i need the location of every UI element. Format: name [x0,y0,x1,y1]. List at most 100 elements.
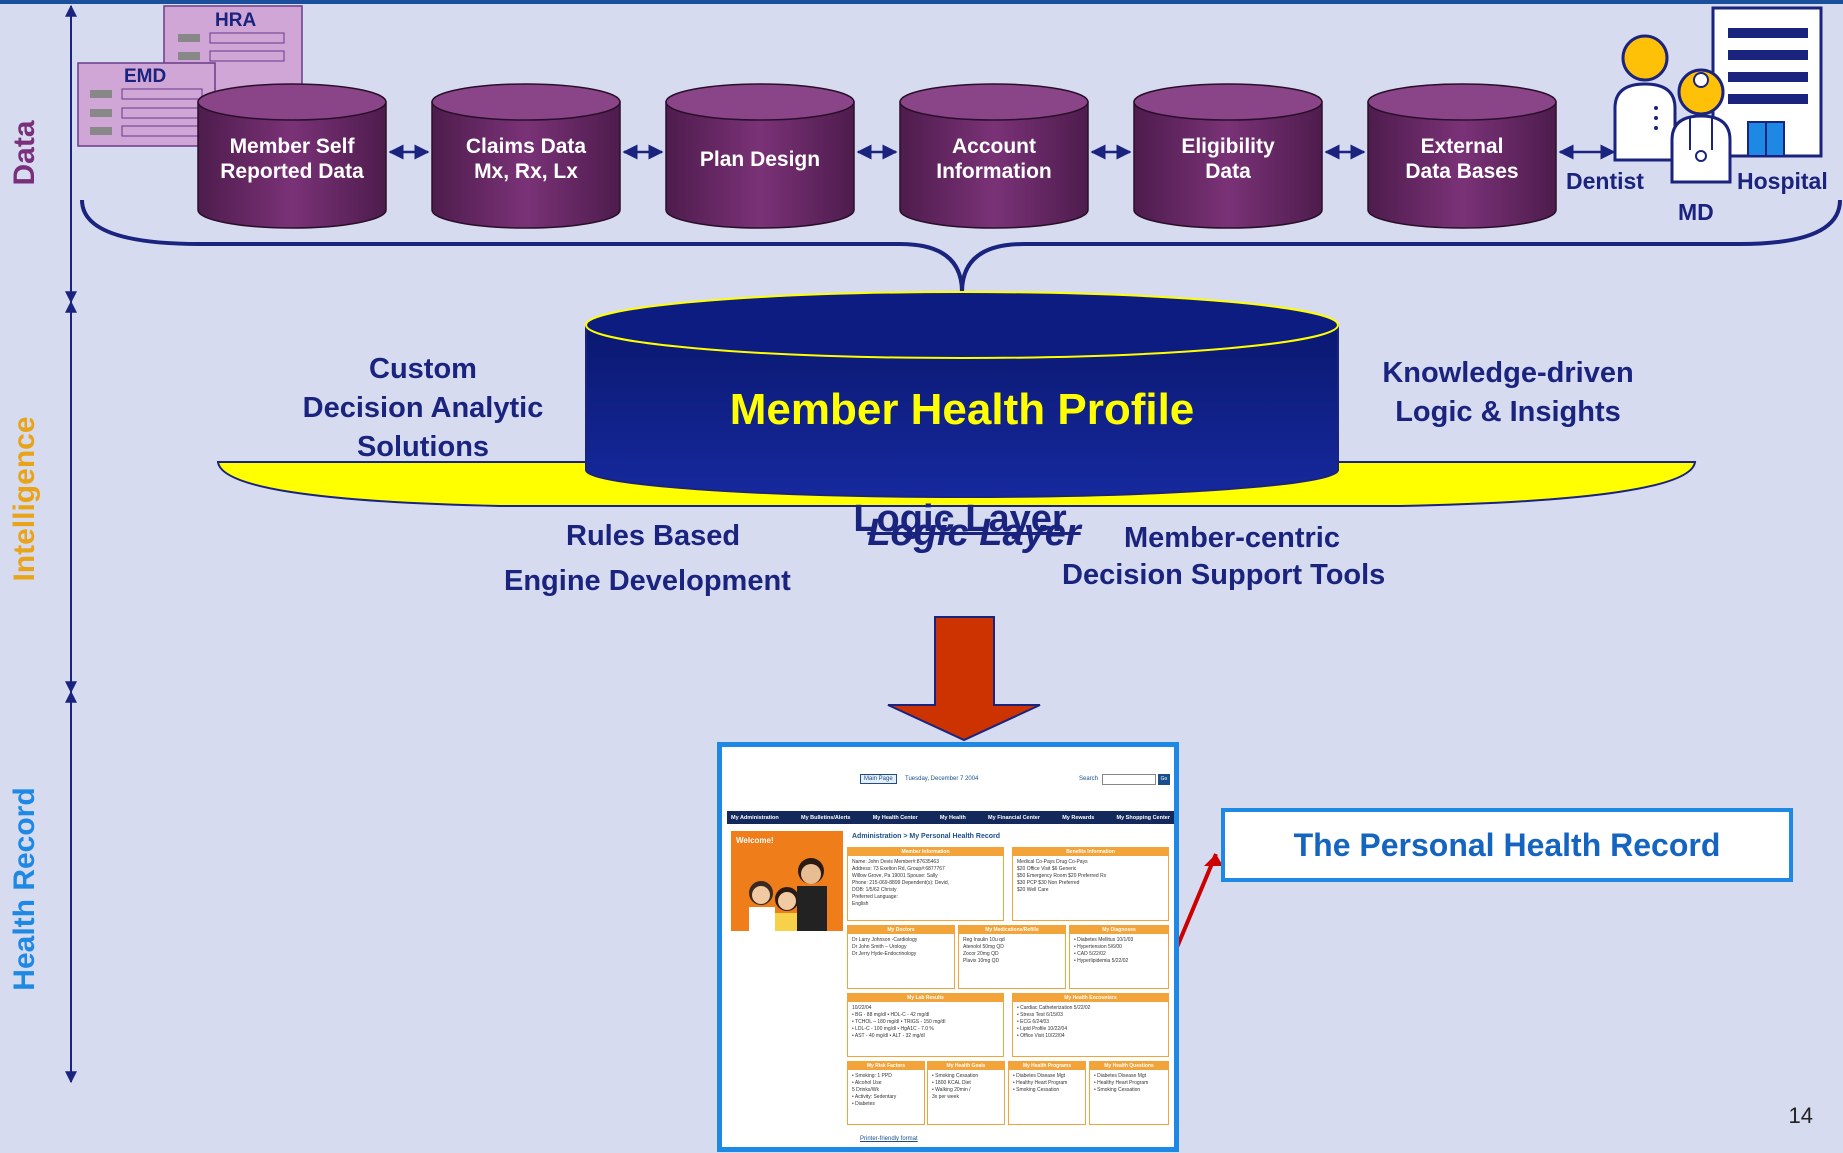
db-label-line-2: Information [936,160,1052,183]
panel-body: • Diabetes Mellitus 10/1/03 • Hypertensi… [1074,937,1134,964]
member-info-panel: Member Information Name: John Devis Memb… [847,847,1004,921]
main-page-button[interactable]: Main Page [860,774,897,784]
printer-friendly-link[interactable]: Printer-friendly format [860,1136,918,1142]
member-centric-line-1: Member-centric [1124,522,1340,554]
diagnoses-panel: My Diagnoses • Diabetes Mellitus 10/1/03… [1069,925,1169,989]
rules-line-2: Engine Development [504,565,791,597]
panel-body: 10/22/04 • BG - 88 mg/dl • HDL-C - 42 mg… [852,1005,946,1039]
db-label-line-1: Eligibility [1181,135,1275,158]
page-number: 14 [1788,1103,1813,1128]
panel-title: My Lab Results [848,994,1003,1002]
knowledge-label: Knowledge-driven Logic & Insights [1358,354,1658,432]
nav-bar: My Administration My Bulletins/Alerts My… [727,811,1174,824]
encounters-panel: My Health Encounters • Cardiac Catheteri… [1012,993,1169,1057]
search-label: Search [1079,776,1099,782]
account-information-db-cylinder [899,83,1089,229]
panel-body: • Cardiac Catheterization 5/22/02 • Stre… [1017,1005,1091,1039]
eligibility-data-db-cylinder [1133,83,1323,229]
side-label-health-record: Health Record [8,787,41,991]
custom-line-1: Custom [369,353,477,385]
member-health-profile-cylinder [585,291,1339,498]
side-label-data: Data [8,120,41,186]
callout-pointer [1173,853,1218,953]
panel-title: My Doctors [848,926,954,934]
nav-item[interactable]: My Administration [731,814,779,821]
hra-label: HRA [215,10,257,31]
rules-line-1: Rules Based [566,520,741,552]
risk-factors-panel: My Risk Factors • Smoking: 1 PPD • Alcoh… [847,1061,925,1125]
benefits-panel: Benefits Information Medical Co-Pays Dru… [1012,847,1169,921]
nav-item[interactable]: My Shopping Center [1116,814,1170,821]
health-questions-panel: My Health Questions • Diabetes Disease M… [1089,1061,1169,1125]
health-programs-panel: My Health Programs • Diabetes Disease Mg… [1008,1061,1086,1125]
go-button[interactable]: Go [1158,774,1170,785]
panel-title: My Risk Factors [848,1062,924,1070]
db-label-line-1: Member Self [229,135,355,158]
plan-design-db-label: Plan Design [666,114,854,204]
db-label-line-1: External [1420,135,1504,158]
panel-title: My Medications/Refills [959,926,1065,934]
panel-title: My Health Encounters [1013,994,1168,1002]
db-label-line-1: Plan Design [699,147,821,171]
custom-line-3: Solutions [356,431,490,463]
hospital-icon [1711,6,1823,158]
db-label-line-2: Mx, Rx, Lx [474,160,578,183]
dentist-label: Dentist [1566,168,1644,194]
nav-item[interactable]: My Health [939,814,966,821]
logic-layer-label: Logic Layer [853,498,1067,540]
down-arrow [887,616,1041,742]
family-photo-graphic [749,858,827,931]
panel-title: Member Information [848,848,1003,856]
callout-pointer-head [1204,854,1223,866]
lab-results-panel: My Lab Results 10/22/04 • BG - 88 mg/dl … [847,993,1004,1057]
panel-title: My Diagnoses [1070,926,1168,934]
panel-body: Reg Insulin 10u qd Atenolol 50mg QD Zoco… [963,937,1005,964]
member-self-reported-db-cylinder [197,83,387,229]
profile-title: Member Health Profile [729,385,1195,434]
panel-body: • Smoking Cessation • 1800 KCAL Diet • W… [932,1073,979,1100]
search-input[interactable] [1102,774,1156,785]
date-text: Tuesday, December 7 2004 [905,776,979,782]
nav-item[interactable]: My Bulletins/Alerts [800,814,851,821]
panel-title: My Health Goals [928,1062,1004,1070]
family-photo [731,831,843,931]
nav-item[interactable]: My Financial Center [988,814,1040,821]
knowledge-line-1: Knowledge-driven [1382,357,1634,389]
nav-item[interactable]: My Rewards [1062,814,1095,821]
db-label-line-1: Claims Data [465,135,587,158]
database-cylinders [197,83,1557,229]
emd-form-icon [77,62,216,147]
db-label-line-1: Account [952,135,1036,158]
welcome-text: Welcome! [736,836,774,845]
nav-item[interactable]: My Health Center [872,814,918,821]
hospital-label: Hospital [1737,168,1828,194]
db-label-line-2: Reported Data [220,160,364,183]
panel-body: Name: John Devis Member#:87635463 Addres… [852,859,950,907]
panel-body: • Diabetes Disease Mgt • Healthy Heart P… [1013,1073,1068,1093]
md-label: MD [1678,199,1714,225]
medications-panel: My Medications/Refills Reg Insulin 10u q… [958,925,1066,989]
logic-layer-label-shadow: Logic Layer [867,512,1081,554]
custom-solutions-label: Custom Decision Analytic Solutions [283,350,563,467]
external-databases-db-cylinder [1367,83,1557,229]
emd-label: EMD [124,66,167,87]
panel-title: Benefits Information [1013,848,1168,856]
doctors-panel: My Doctors Dr Larry Johnson -Cardiology … [847,925,955,989]
breadcrumb: Administration > My Personal Health Reco… [852,833,1001,840]
db-label-line-2: Data Bases [1405,160,1519,183]
member-centric-line-2: Decision Support Tools [1062,559,1386,591]
top-rule [0,0,1843,4]
md-icon [1670,68,1732,184]
phr-callout: The Personal Health Record [1221,808,1793,882]
panel-title: My Health Questions [1090,1062,1168,1070]
claims-data-db-cylinder [431,83,621,229]
side-label-intelligence: Intelligence [8,416,41,582]
panel-title: My Health Programs [1009,1062,1085,1070]
panel-body: Dr Larry Johnson -Cardiology Dr John Smi… [852,937,918,957]
custom-line-2: Decision Analytic [302,392,544,424]
